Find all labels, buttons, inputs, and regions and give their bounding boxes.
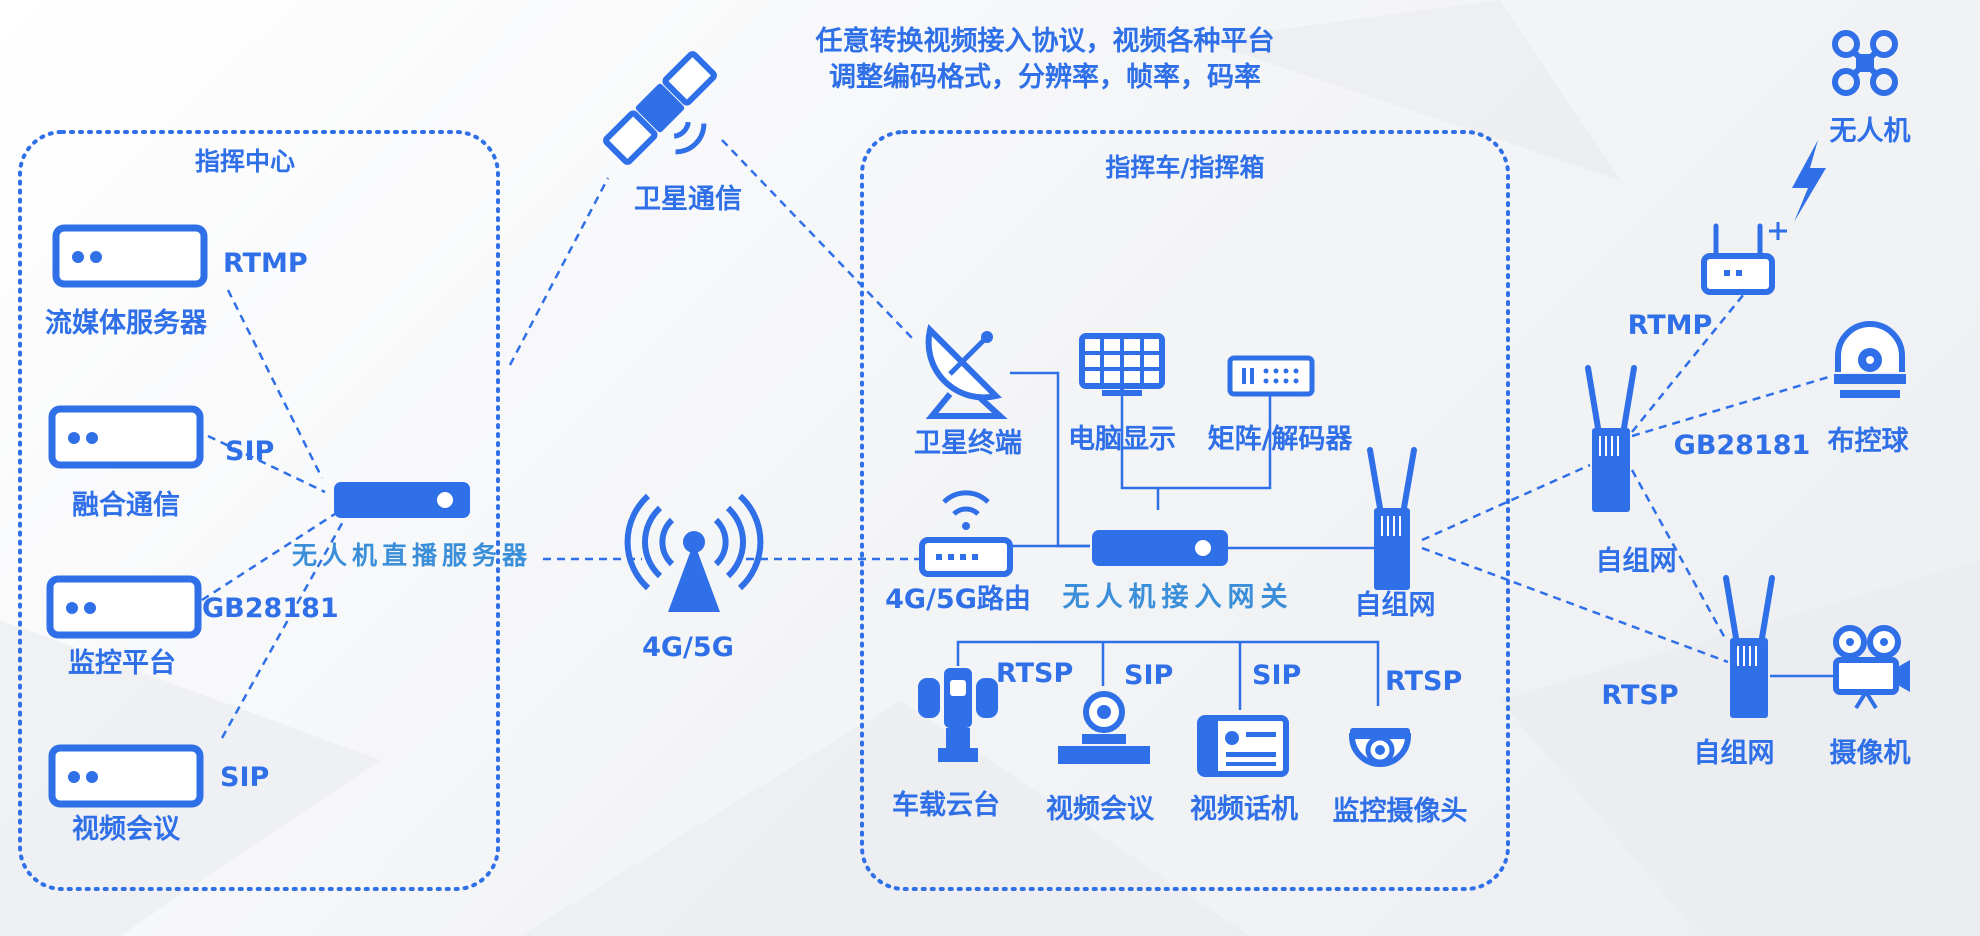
dome-camera-icon	[1348, 728, 1412, 767]
mesh-bottom-label: 自组网	[1694, 737, 1775, 769]
protocol-label-sip-fusion: SIP	[225, 436, 274, 467]
matrix-decoder-label: 矩阵/解码器	[1208, 424, 1354, 455]
server-fusion-comm-label: 融合通信	[72, 489, 180, 521]
endpoint-dome-camera-label: 监控摄像头	[1333, 796, 1468, 827]
protocol-label-sip-video-conf: SIP	[220, 762, 269, 793]
video-camera-icon	[1833, 625, 1910, 710]
satellite-dish-icon	[925, 324, 1008, 419]
mesh-radio-top-icon	[1585, 365, 1637, 512]
mesh-top-label: 自组网	[1596, 545, 1677, 577]
pc-display-label: 电脑显示	[1068, 424, 1176, 455]
command-center-title: 指挥中心	[195, 147, 295, 176]
monitor-icon	[1079, 333, 1165, 396]
live-server-label: 无人机直播服务器	[292, 541, 532, 570]
server-streaming-label: 流媒体服务器	[45, 307, 208, 339]
satellite-label: 卫星通信	[634, 184, 742, 215]
plus-icon	[1769, 222, 1787, 240]
command-center-box	[18, 130, 500, 891]
field-gb28181-label: GB28181	[1674, 430, 1811, 461]
heading-line-1: 任意转换视频接入协议，视频各种平台	[815, 25, 1275, 57]
drone-label: 无人机	[1830, 116, 1911, 147]
server-fusion-comm	[48, 405, 204, 469]
field-rtmp-label: RTMP	[1628, 310, 1713, 341]
solid-links	[956, 371, 1835, 710]
cell-tower-icon	[624, 493, 764, 612]
endpoint-video-phone-label: 视频话机	[1190, 794, 1298, 825]
satellite-terminal-label: 卫星终端	[914, 427, 1022, 459]
heading-line-2: 调整编码格式，分辨率，帧率，码率	[829, 61, 1261, 93]
vehicle-box	[860, 130, 1510, 891]
matrix-decoder-icon	[1227, 355, 1315, 397]
mesh-vehicle-label: 自组网	[1355, 589, 1436, 621]
mesh-radio-vehicle-icon	[1367, 447, 1417, 590]
protocol-label-sip-video-phone: SIP	[1252, 660, 1301, 691]
protocol-label-rtsp-dome: RTSP	[1385, 666, 1462, 697]
ptz-ball-icon	[1834, 321, 1906, 398]
server-monitoring	[46, 575, 202, 639]
endpoint-ptz-label: 车载云台	[892, 789, 1000, 821]
gateway-icon	[1092, 530, 1228, 566]
drone-icon	[1832, 30, 1898, 96]
protocol-label-gb28181-monitoring: GB28181	[202, 593, 339, 624]
vehicle-title: 指挥车/指挥箱	[1105, 153, 1264, 182]
dashed-links	[201, 139, 1833, 739]
video-conf-device-icon	[1058, 691, 1150, 764]
server-video-conf	[48, 744, 204, 808]
mesh-radio-bottom-icon	[1723, 575, 1775, 718]
cellular-label: 4G/5G	[642, 632, 734, 663]
remote-controller-icon	[1701, 223, 1775, 295]
ptz-ball-label: 布控球	[1828, 426, 1910, 457]
protocol-label-sip-video-conf-device: SIP	[1124, 660, 1173, 691]
lightning-icon	[1792, 140, 1826, 222]
field-rtsp-label: RTSP	[1601, 680, 1678, 711]
server-streaming	[52, 224, 208, 288]
camera-label: 摄像机	[1830, 738, 1911, 769]
router-icon	[919, 490, 1013, 577]
gateway-label: 无人机接入网关	[1063, 582, 1294, 613]
protocol-label-rtsp-ptz: RTSP	[996, 658, 1073, 689]
protocol-label-rtmp-streaming: RTMP	[223, 248, 308, 279]
server-video-conf-label: 视频会议	[72, 814, 181, 845]
router-label: 4G/5G路由	[885, 583, 1031, 615]
satellite-icon	[603, 51, 717, 165]
live-server-icon	[334, 482, 470, 518]
vehicle-ptz-icon	[918, 668, 998, 762]
video-phone-icon	[1197, 715, 1289, 777]
endpoint-video-conf-label: 视频会议	[1046, 794, 1155, 825]
server-monitoring-label: 监控平台	[68, 647, 176, 679]
